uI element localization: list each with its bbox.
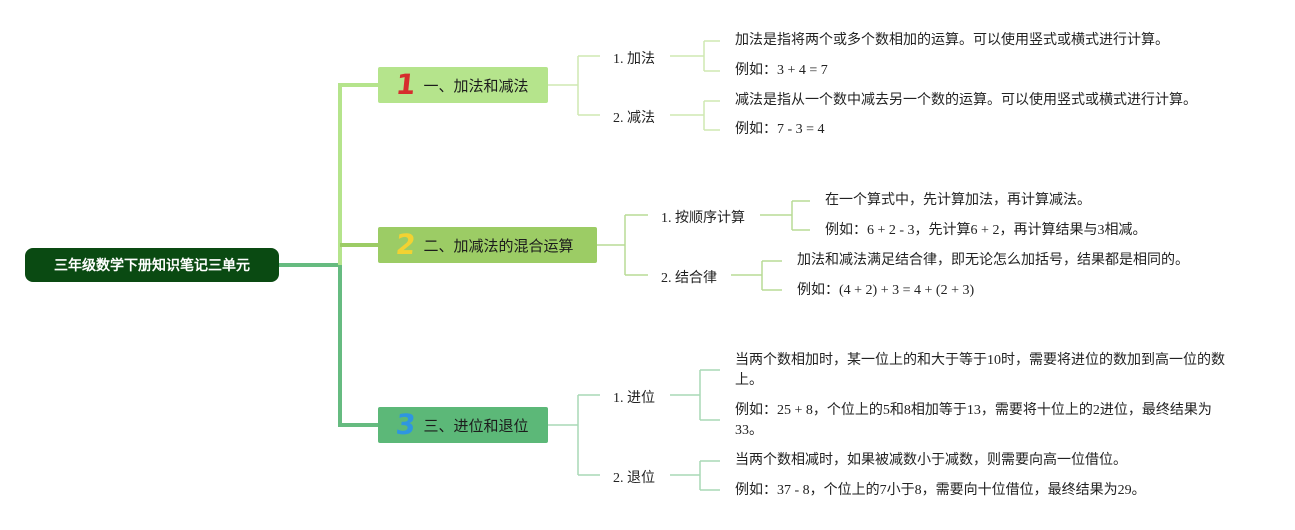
leaf-order-rule[interactable]: 在一个算式中，先计算加法，再计算减法。 bbox=[825, 193, 1091, 208]
leaf-borrow-rule[interactable]: 当两个数相减时，如果被减数小于减数，则需要向高一位借位。 bbox=[735, 453, 1127, 468]
leaf-associative-rule[interactable]: 加法和减法满足结合律，即无论怎么加括号，结果都是相同的。 bbox=[797, 253, 1189, 268]
leaf-associative-example[interactable]: 例如：(4 + 2) + 3 = 4 + (2 + 3) bbox=[797, 283, 975, 298]
leaf-borrow-example[interactable]: 例如：37 - 8，个位上的7小于8，需要向十位借位，最终结果为29。 bbox=[735, 483, 1146, 498]
subtopic-borrow[interactable]: 2. 退位 bbox=[613, 471, 655, 486]
subtopic-addition[interactable]: 1. 加法 bbox=[613, 52, 655, 67]
branch-mixed-operations[interactable]: 2 二、加减法的混合运算 bbox=[378, 227, 597, 263]
leaf-addition-example[interactable]: 例如：3 + 4 = 7 bbox=[735, 63, 828, 78]
branch-number-2: 2 bbox=[394, 228, 418, 261]
subtopic-carry[interactable]: 1. 进位 bbox=[613, 391, 655, 406]
leaf-carry-example[interactable]: 例如：25 + 8，个位上的5和8相加等于13，需要将十位上的2进位，最终结果为… bbox=[735, 403, 1212, 438]
branch-title: 三、进位和退位 bbox=[423, 416, 529, 435]
branch-title: 一、加法和减法 bbox=[423, 76, 529, 95]
leaf-order-example[interactable]: 例如：6 + 2 - 3，先计算6 + 2，再计算结果与3相减。 bbox=[825, 223, 1147, 238]
subtopic-associative-law[interactable]: 2. 结合律 bbox=[661, 271, 717, 286]
leaf-addition-definition[interactable]: 加法是指将两个或多个数相加的运算。可以使用竖式或横式进行计算。 bbox=[735, 33, 1169, 48]
leaf-subtraction-example[interactable]: 例如：7 - 3 = 4 bbox=[735, 122, 825, 137]
branch-number-1: 1 bbox=[394, 68, 418, 101]
branch-number-3: 3 bbox=[394, 408, 418, 441]
leaf-carry-rule[interactable]: 当两个数相加时，某一位上的和大于等于10时，需要将进位的数加到高一位的数上。 bbox=[735, 353, 1225, 388]
leaf-subtraction-definition[interactable]: 减法是指从一个数中减去另一个数的运算。可以使用竖式或横式进行计算。 bbox=[735, 93, 1197, 108]
subtopic-order-of-calculation[interactable]: 1. 按顺序计算 bbox=[661, 211, 745, 226]
branch-carry-borrow[interactable]: 3 三、进位和退位 bbox=[378, 407, 548, 443]
subtopic-subtraction[interactable]: 2. 减法 bbox=[613, 111, 655, 126]
branch-addition-subtraction[interactable]: 1 一、加法和减法 bbox=[378, 67, 548, 103]
branch-title: 二、加减法的混合运算 bbox=[423, 236, 574, 255]
root-topic[interactable]: 三年级数学下册知识笔记三单元 bbox=[25, 248, 279, 282]
